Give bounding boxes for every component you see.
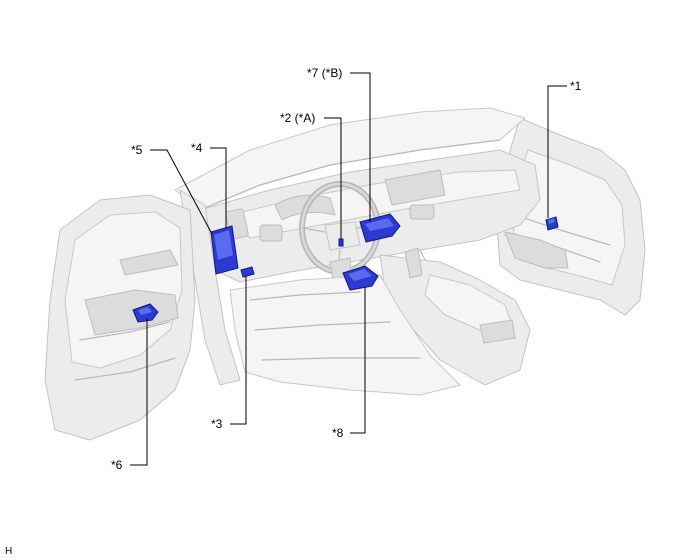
leader-8 xyxy=(350,287,366,434)
component-4 xyxy=(210,225,239,275)
center-console xyxy=(379,247,531,386)
component-3 xyxy=(240,266,255,278)
callout-2: *2 (*A) xyxy=(280,111,315,125)
leader-3 xyxy=(230,276,247,425)
callout-7: *7 (*B) xyxy=(307,66,342,80)
callout-1: *1 xyxy=(570,79,582,93)
callout-labels: *1 *2 (*A) *3 *4 *5 *6 *7 (*B) *8 H xyxy=(5,66,582,557)
leader-4 xyxy=(210,147,227,228)
callout-4: *4 xyxy=(191,141,203,155)
roof-frame xyxy=(174,107,526,211)
footer-code: H xyxy=(5,546,12,557)
left-door xyxy=(44,194,196,441)
component-1 xyxy=(545,216,559,231)
callout-5: *5 xyxy=(131,143,143,157)
leader-2 xyxy=(324,117,342,239)
callout-3: *3 xyxy=(211,417,223,431)
component-2 xyxy=(338,238,344,247)
callout-6: *6 xyxy=(111,458,123,472)
leader-7 xyxy=(350,72,371,222)
leader-6 xyxy=(130,318,148,466)
callout-8: *8 xyxy=(332,426,344,440)
leader-lines xyxy=(130,72,567,466)
leader-5 xyxy=(150,149,213,235)
component-6 xyxy=(132,303,159,323)
component-8 xyxy=(342,265,379,291)
leader-1 xyxy=(547,85,567,218)
